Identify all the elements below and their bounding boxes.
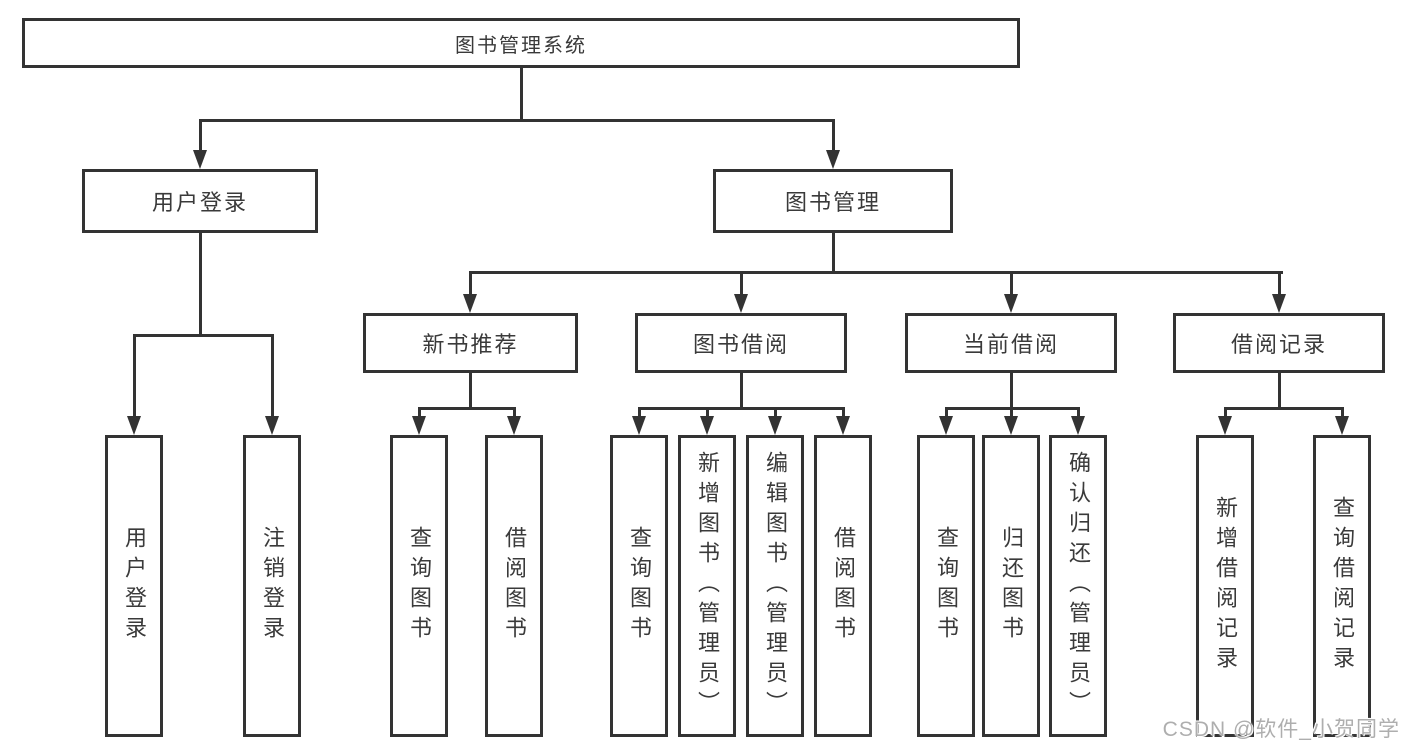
connector-user-login-drop <box>199 233 202 336</box>
leaf-label: 借阅图书 <box>831 526 856 646</box>
node-library-system: 图书管理系统 <box>22 18 1020 68</box>
arrow-down-icon <box>193 150 207 169</box>
arrow-down-icon <box>463 294 477 313</box>
leaf-edit-book-admin: 编辑图书（管理员） <box>746 435 804 737</box>
connector-root-drop <box>520 68 523 121</box>
leaf-logout: 注销登录 <box>243 435 301 737</box>
leaf-confirm-return-admin: 确认归还（管理员） <box>1049 435 1107 737</box>
leaf-label: 查询图书 <box>407 526 432 646</box>
arrow-down-icon <box>1004 294 1018 313</box>
leaf-label: 查询借阅记录 <box>1330 496 1355 676</box>
arrow-down-icon <box>507 416 521 435</box>
arrow-down-icon <box>1218 416 1232 435</box>
arrow-down-icon <box>127 416 141 435</box>
connector-drop-leaf <box>271 334 274 416</box>
leaf-query-books-current: 查询图书 <box>917 435 975 737</box>
leaf-borrow-books-recommend: 借阅图书 <box>485 435 543 737</box>
leaf-query-borrow-record: 查询借阅记录 <box>1313 435 1371 737</box>
connector-drop-leaf <box>133 334 136 416</box>
connector-drop-book-mgmt <box>832 119 835 151</box>
connector-l3-drop <box>1278 373 1281 409</box>
connector-level2-branch <box>199 119 834 122</box>
leaf-add-book-admin: 新增图书（管理员） <box>678 435 736 737</box>
arrow-down-icon <box>768 416 782 435</box>
arrow-down-icon <box>265 416 279 435</box>
connector-drop-leaf <box>945 407 948 417</box>
arrow-down-icon <box>836 416 850 435</box>
connector-level3-branch <box>469 271 1283 274</box>
connector-drop-leaf <box>774 407 777 417</box>
arrow-down-icon <box>1272 294 1286 313</box>
leaf-label: 借阅图书 <box>502 526 527 646</box>
arrow-down-icon <box>734 294 748 313</box>
arrow-down-icon <box>1335 416 1349 435</box>
connector-l3-drop <box>469 373 472 409</box>
connector-drop-l3 <box>469 271 472 295</box>
leaf-add-borrow-record: 新增借阅记录 <box>1196 435 1254 737</box>
arrow-down-icon <box>826 150 840 169</box>
leaf-label: 注销登录 <box>260 526 285 646</box>
connector-drop-leaf <box>1077 407 1080 417</box>
leaf-return-book: 归还图书 <box>982 435 1040 737</box>
connector-drop-leaf <box>842 407 845 417</box>
node-new-book-recommend: 新书推荐 <box>363 313 578 373</box>
leaf-label: 新增借阅记录 <box>1213 496 1238 676</box>
connector-l3-drop <box>1010 373 1013 409</box>
node-book-management: 图书管理 <box>713 169 953 233</box>
node-book-borrowing: 图书借阅 <box>635 313 847 373</box>
leaf-query-books-recommend: 查询图书 <box>390 435 448 737</box>
connector-l3-drop <box>740 373 743 409</box>
leaf-label: 查询图书 <box>627 526 652 646</box>
arrow-down-icon <box>939 416 953 435</box>
leaf-borrow-books-borrow: 借阅图书 <box>814 435 872 737</box>
connector-book-mgmt-drop <box>832 233 835 273</box>
arrow-down-icon <box>700 416 714 435</box>
node-user-login: 用户登录 <box>82 169 318 233</box>
leaf-label: 确认归还（管理员） <box>1066 451 1091 721</box>
connector-drop-l3 <box>1278 271 1281 295</box>
connector-drop-l3 <box>1010 271 1013 295</box>
connector-drop-leaf <box>418 407 421 417</box>
connector-leaf-branch <box>638 407 845 410</box>
arrow-down-icon <box>1071 416 1085 435</box>
connector-drop-leaf <box>706 407 709 417</box>
connector-drop-leaf <box>1341 407 1344 417</box>
connector-drop-leaf <box>638 407 641 417</box>
arrow-down-icon <box>412 416 426 435</box>
leaf-label: 用户登录 <box>122 526 147 646</box>
node-borrowing-records: 借阅记录 <box>1173 313 1385 373</box>
connector-leaf-branch <box>1224 407 1344 410</box>
leaf-label: 编辑图书（管理员） <box>763 451 788 721</box>
connector-drop-l3 <box>740 271 743 295</box>
arrow-down-icon <box>632 416 646 435</box>
arrow-down-icon <box>1004 416 1018 435</box>
leaf-query-books-borrow: 查询图书 <box>610 435 668 737</box>
leaf-label: 归还图书 <box>999 526 1024 646</box>
connector-drop-leaf <box>1224 407 1227 417</box>
leaf-user-login: 用户登录 <box>105 435 163 737</box>
csdn-watermark: CSDN @软件_小贺同学 <box>1162 718 1400 741</box>
node-current-borrowing: 当前借阅 <box>905 313 1117 373</box>
connector-drop-leaf <box>1010 407 1013 417</box>
leaf-label: 查询图书 <box>934 526 959 646</box>
connector-drop-leaf <box>513 407 516 417</box>
leaf-label: 新增图书（管理员） <box>695 451 720 721</box>
connector-drop-user-login <box>199 119 202 151</box>
connector-user-login-branch <box>133 334 274 337</box>
connector-leaf-branch <box>418 407 516 410</box>
